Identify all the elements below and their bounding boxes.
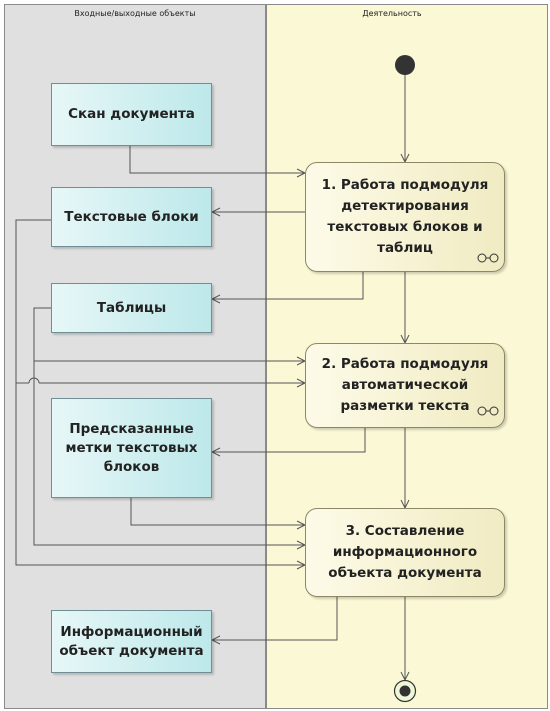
object-text-blocks-label: Текстовые блоки — [64, 208, 199, 225]
activity-compose[interactable]: 3. Составление информационного объекта д… — [305, 508, 505, 597]
swimlane-activity-title: Деятельность — [362, 9, 422, 18]
subactivity-icon — [477, 406, 499, 416]
activity-detection-label: 1. Работа подмодуля детектирования текст… — [321, 177, 489, 256]
object-tables-label: Таблицы — [96, 299, 167, 316]
object-predicted-labels-label: Предсказанные метки текстовых блоков — [65, 420, 198, 475]
initial-node — [395, 55, 415, 75]
final-node — [393, 679, 417, 703]
object-info-object[interactable]: Информационный объект документа — [51, 610, 212, 673]
activity-compose-label: 3. Составление информационного объекта д… — [328, 523, 482, 581]
object-scan-document[interactable]: Скан документа — [51, 83, 212, 146]
subactivity-icon — [477, 253, 499, 263]
object-tables[interactable]: Таблицы — [51, 283, 212, 333]
object-text-blocks[interactable]: Текстовые блоки — [51, 187, 212, 247]
activity-markup[interactable]: 2. Работа подмодуля автоматической разме… — [305, 343, 505, 428]
object-scan-document-label: Скан документа — [68, 106, 195, 122]
swimlane-objects-title: Входные/выходные объекты — [74, 9, 196, 18]
activity-detection[interactable]: 1. Работа подмодуля детектирования текст… — [305, 162, 505, 272]
activity-markup-label: 2. Работа подмодуля автоматической разме… — [321, 356, 489, 414]
object-predicted-labels[interactable]: Предсказанные метки текстовых блоков — [51, 398, 212, 498]
object-info-object-label: Информационный объект документа — [59, 623, 204, 659]
